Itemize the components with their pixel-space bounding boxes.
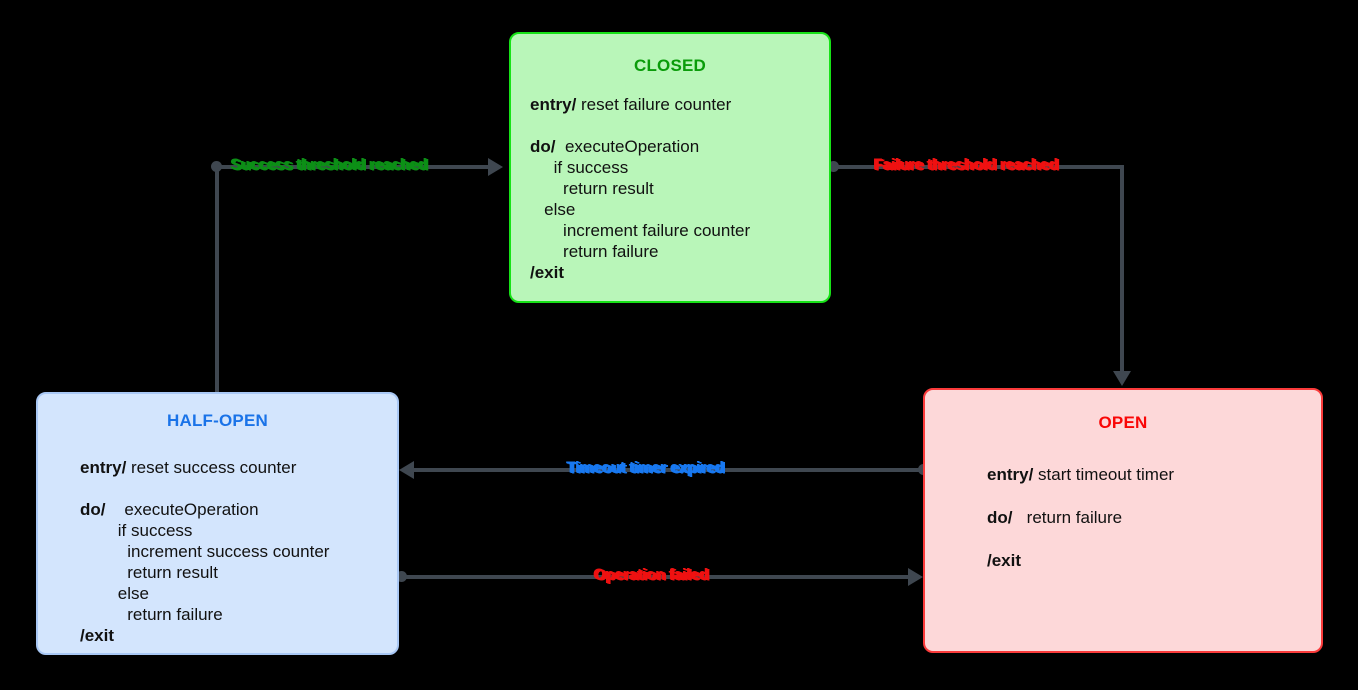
state-do-label-open: do/ bbox=[987, 508, 1013, 527]
edge-success-threshold-source-dot bbox=[211, 161, 222, 172]
state-title-half-open: HALF-OPEN bbox=[167, 411, 268, 430]
state-entry-action-closed: reset failure counter bbox=[576, 95, 732, 114]
edge-label-success-threshold: Success threshold reached bbox=[231, 157, 428, 174]
edge-failure-threshold-vertical bbox=[1120, 165, 1124, 373]
edge-operation-failed-line bbox=[399, 575, 915, 579]
state-body-open: entry/ start timeout timer do/ return fa… bbox=[987, 453, 1321, 582]
state-body-closed: entry/ reset failure counter do/ execute… bbox=[530, 94, 829, 283]
edge-success-threshold-vertical bbox=[215, 167, 219, 392]
state-exit-label-open: /exit bbox=[987, 551, 1022, 570]
edge-failure-threshold-source-dot bbox=[828, 161, 839, 172]
state-entry-label-closed: entry/ bbox=[530, 95, 577, 114]
state-title-open: OPEN bbox=[1098, 413, 1148, 432]
state-do-body-open: return failure bbox=[1012, 508, 1123, 527]
state-do-body-half-open: executeOperation if success increment su… bbox=[117, 500, 330, 624]
edge-label-timeout-expired: Timeout timer expired bbox=[567, 460, 725, 477]
edge-success-threshold-arrowhead bbox=[488, 158, 503, 176]
state-do-body-closed: executeOperation if success return resul… bbox=[544, 137, 751, 261]
edge-timeout-expired-arrowhead bbox=[399, 461, 414, 479]
state-exit-label-closed: /exit bbox=[530, 263, 565, 282]
edge-failure-threshold-horizontal bbox=[831, 165, 1124, 169]
state-exit-label-half-open: /exit bbox=[80, 626, 115, 645]
state-body-half-open: entry/ reset success counter do/ execute… bbox=[80, 457, 397, 646]
edge-label-operation-failed: Operation failed bbox=[594, 567, 709, 584]
edge-timeout-expired-line bbox=[404, 468, 923, 472]
state-do-label-closed: do/ bbox=[530, 137, 556, 156]
edge-operation-failed-source-dot bbox=[396, 571, 407, 582]
state-entry-action-open: start timeout timer bbox=[1033, 465, 1175, 484]
edge-success-threshold-horizontal bbox=[215, 165, 490, 169]
state-title-closed: CLOSED bbox=[633, 56, 707, 75]
state-node-open[interactable]: OPEN entry/ start timeout timer do/ retu… bbox=[923, 388, 1323, 653]
state-entry-label-open: entry/ bbox=[987, 465, 1034, 484]
state-node-half-open[interactable]: HALF-OPEN entry/ reset success counter d… bbox=[36, 392, 399, 655]
state-do-label-half-open: do/ bbox=[80, 500, 106, 519]
edge-operation-failed-arrowhead bbox=[908, 568, 923, 586]
state-entry-label-half-open: entry/ bbox=[80, 458, 127, 477]
state-entry-action-half-open: reset success counter bbox=[126, 458, 297, 477]
state-node-closed[interactable]: CLOSED entry/ reset failure counter do/ … bbox=[509, 32, 831, 303]
edge-label-failure-threshold: Failure threshold reached bbox=[874, 157, 1059, 174]
edge-failure-threshold-arrowhead bbox=[1113, 371, 1131, 386]
